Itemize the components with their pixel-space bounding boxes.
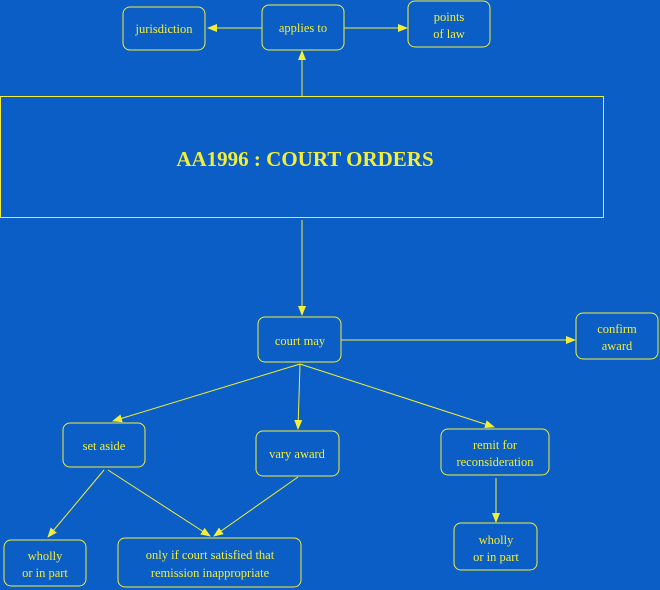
- node-vary-award-label: vary award: [269, 447, 326, 461]
- node-wholly-left-label-2: or in part: [22, 566, 68, 580]
- node-wholly-left[interactable]: wholly or in part: [3, 539, 87, 587]
- node-confirm-award-label-1: confirm: [597, 322, 637, 336]
- edges: [47, 24, 576, 538]
- node-title[interactable]: AA1996 : COURT ORDERS: [0, 96, 604, 218]
- node-only-if-label-1: only if court satisfied that: [146, 548, 275, 562]
- edge-vary-award-only-if: [213, 476, 299, 537]
- node-confirm-award[interactable]: confirm award: [575, 312, 659, 360]
- node-points-of-law[interactable]: points of law: [407, 0, 491, 48]
- node-remit[interactable]: remit for reconsideration: [440, 428, 550, 476]
- node-applies-to[interactable]: applies to: [261, 4, 345, 51]
- node-set-aside[interactable]: set aside: [62, 422, 146, 468]
- node-points-of-law-label-1: points: [434, 10, 465, 24]
- edge-court-may-vary-award: [294, 363, 303, 430]
- edge-court-may-remit: [299, 363, 495, 429]
- node-only-if[interactable]: only if court satisfied that remission i…: [117, 537, 302, 588]
- node-wholly-left-label-1: wholly: [28, 549, 63, 563]
- edge-set-aside-wholly: [47, 469, 105, 538]
- node-wholly-right-label-1: wholly: [479, 533, 514, 547]
- node-only-if-label-2: remission inappropriate: [151, 566, 270, 580]
- node-jurisdiction-label: jurisdiction: [135, 22, 194, 36]
- node-applies-to-label: applies to: [279, 21, 327, 35]
- node-court-may-label: court may: [275, 334, 326, 348]
- node-confirm-award-label-2: award: [602, 339, 633, 353]
- edge-set-aside-only-if: [107, 469, 211, 537]
- node-points-of-law-label-2: of law: [433, 27, 465, 41]
- node-vary-award[interactable]: vary award: [255, 430, 340, 477]
- node-remit-label-2: reconsideration: [456, 455, 534, 469]
- node-wholly-right[interactable]: wholly or in part: [453, 522, 538, 571]
- node-set-aside-label: set aside: [83, 439, 126, 453]
- edge-court-may-set-aside: [112, 363, 301, 423]
- diagram-title: AA1996 : COURT ORDERS: [176, 147, 433, 171]
- node-wholly-right-label-2: or in part: [473, 550, 519, 564]
- node-court-may[interactable]: court may: [257, 316, 342, 363]
- node-jurisdiction[interactable]: jurisdiction: [122, 6, 206, 51]
- node-remit-label-1: remit for: [473, 438, 518, 452]
